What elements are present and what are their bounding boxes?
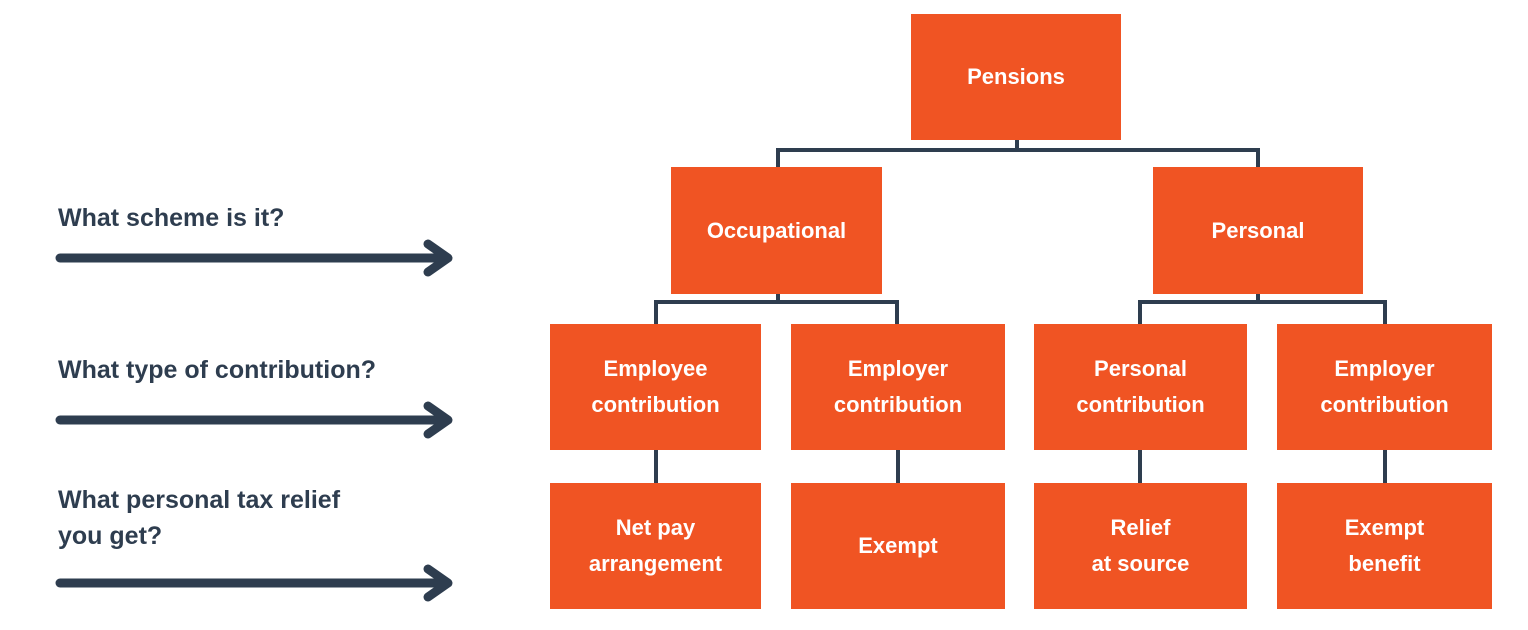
node-occupational-label: Occupational xyxy=(706,217,847,243)
node-pensions-label: Pensions xyxy=(967,64,1065,89)
node-pensions: Pensions xyxy=(911,14,1121,140)
node-employee-contribution-label: Employee contribution xyxy=(591,356,720,417)
connector-personal-children xyxy=(1138,294,1387,324)
node-personal: Personal xyxy=(1153,167,1363,294)
right-arrow-icon xyxy=(55,239,453,277)
node-exempt-benefit: Exempt benefit xyxy=(1277,483,1492,609)
question-tax-relief: What personal tax relief you get? xyxy=(58,486,341,550)
node-personal-label: Personal xyxy=(1211,217,1305,243)
node-employer-contribution-personal: Employer contribution xyxy=(1277,324,1492,450)
node-personal-contribution-label: Personal contribution xyxy=(1076,356,1205,417)
node-relief-at-source-label: Relief at source xyxy=(1091,515,1190,576)
node-employer-contribution-occupational: Employer contribution xyxy=(791,324,1005,450)
connector-root-level1 xyxy=(776,140,1260,167)
node-occupational: Occupational xyxy=(671,167,882,294)
node-net-pay-arrangement: Net pay arrangement xyxy=(550,483,761,609)
node-exempt: Exempt xyxy=(791,483,1005,609)
node-employee-contribution: Employee contribution xyxy=(550,324,761,450)
right-arrow-icon xyxy=(55,401,453,439)
node-employer-contribution-personal-label: Employer contribution xyxy=(1320,356,1449,417)
right-arrow-icon xyxy=(55,564,453,602)
node-personal-contribution: Personal contribution xyxy=(1034,324,1247,450)
node-relief-at-source: Relief at source xyxy=(1034,483,1247,609)
node-net-pay-arrangement-label: Net pay arrangement xyxy=(588,515,723,576)
node-employer-contribution-occupational-label: Employer contribution xyxy=(833,356,963,417)
connector-occupational-children xyxy=(654,294,899,324)
question-contribution-type: What type of contribution? xyxy=(58,356,377,384)
node-exempt-benefit-label: Exempt benefit xyxy=(1344,515,1425,576)
node-exempt-label: Exempt xyxy=(858,533,938,558)
question-scheme: What scheme is it? xyxy=(58,204,285,232)
